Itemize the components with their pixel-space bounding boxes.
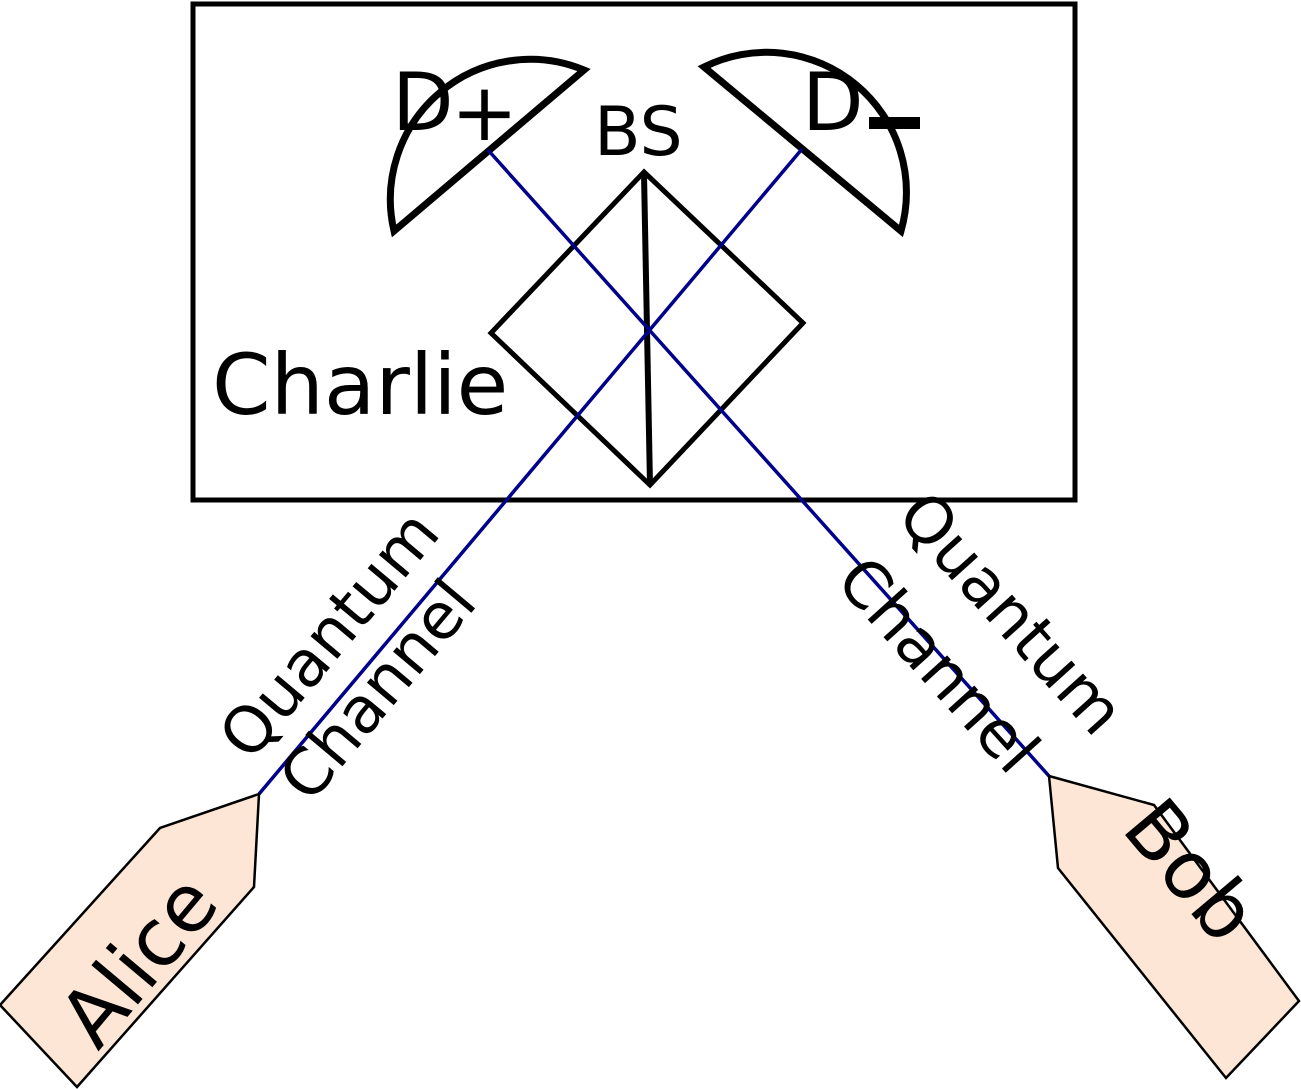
detector-plus [386, 55, 591, 238]
detector-minus [697, 48, 910, 238]
alice-tag [0, 792, 261, 1089]
charlie-label: Charlie [212, 336, 508, 434]
beam-alice-to-dminus [257, 147, 804, 796]
detector-minus-sign [869, 117, 920, 129]
detector-plus-sign-label: + [451, 66, 518, 159]
bob-tag [1047, 774, 1301, 1080]
detector-minus-base-label: D [802, 56, 864, 149]
detector-plus-base-label: D [392, 56, 454, 149]
beam-bob-to-dplus [486, 148, 1051, 778]
charlie-box [190, 1, 1078, 503]
beam-splitter-label: BS [594, 93, 683, 172]
